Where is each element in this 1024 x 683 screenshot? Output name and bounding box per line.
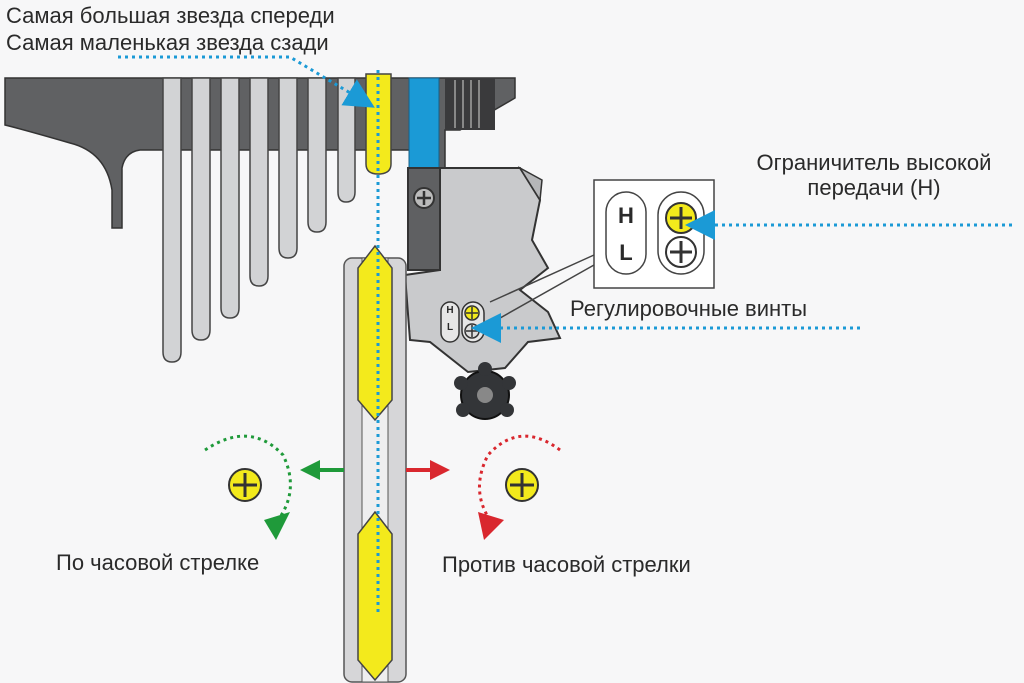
screw-h-label: H [446,305,454,316]
cassette [4,73,516,363]
label-smallest-rear: Самая маленькая звезда сзади [6,30,329,55]
pointer-lines [118,55,1012,612]
thumb-nut-icon [454,362,516,420]
derailleur [403,165,562,420]
phillips-screw-icon [505,468,539,502]
label-clockwise: По часовой стрелке [56,550,260,575]
label-high-limit: Ограничитель высокой передачи (H) [756,150,992,201]
zoom-screw-h-label: H [618,203,634,228]
counter-clockwise-indicator [478,434,561,540]
label-counter-clockwise: Против часовой стрелки [442,552,691,577]
screw-l-label: L [446,322,454,333]
zoom-screw-l-label: L [619,240,633,265]
direction-arrows [300,460,450,480]
label-adjust-screws: Регулировочные винты [570,296,808,321]
chainring [343,244,407,683]
clockwise-indicator [204,434,292,540]
phillips-screw-icon [228,468,262,502]
label-largest-front: Самая большая звезда спереди [6,3,335,28]
phillips-screw-icon [413,187,435,209]
